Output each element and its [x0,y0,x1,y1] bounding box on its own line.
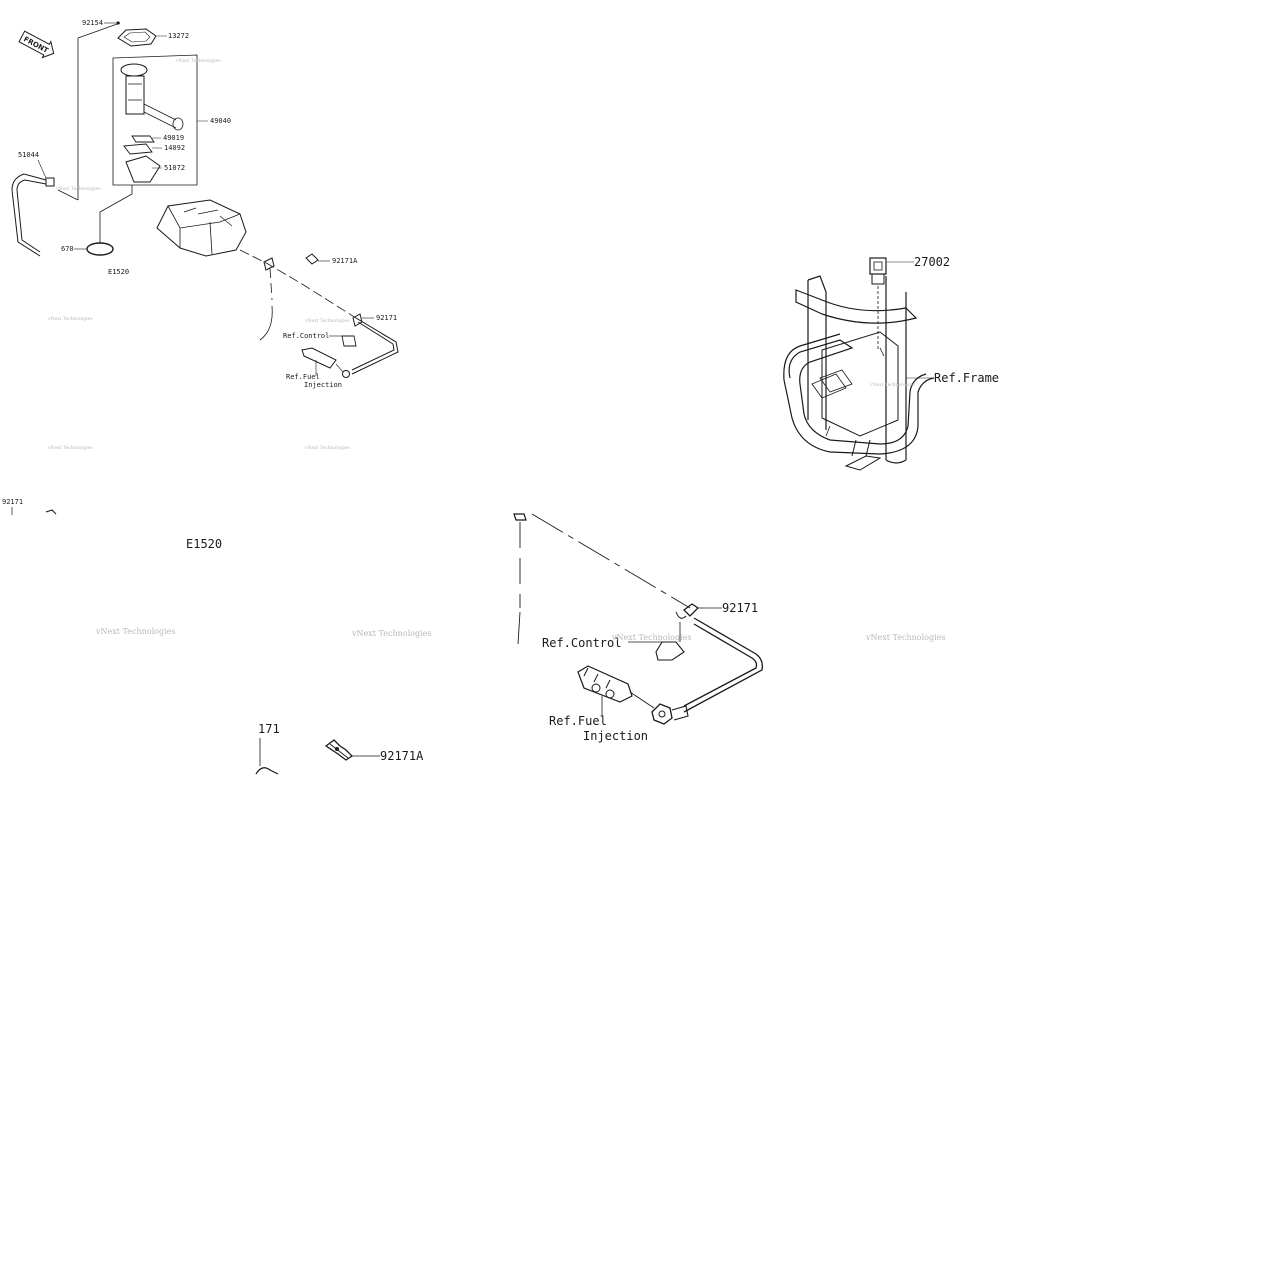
watermark-text: vNext Technologies [869,382,915,388]
label-51044: 51044 [18,151,39,159]
watermark-text: vNext Technologies [351,629,431,638]
watermark-text: vNext Technologies [175,58,221,64]
watermark-text: vNext Technologies [304,318,350,324]
label-27002: 27002 [914,255,950,269]
label-injection: Injection [304,381,342,389]
label-92171-cut: 92171 [2,498,23,506]
label-92171a: 92171A [332,257,358,265]
label-92171: 92171 [376,314,397,322]
label-13272: 13272 [168,32,189,40]
front-arrow-icon: FRONT [18,30,55,59]
label-92171: 92171 [722,601,758,615]
label-ref-control: Ref.Control [283,332,329,340]
panel-overview: FRONT [11,19,399,451]
label-51072: 51072 [164,164,185,172]
watermark-text: vNext Technologies [47,445,93,451]
label-171: 171 [258,722,280,736]
fuel-injector [577,665,655,709]
label-49019: 49019 [163,134,184,142]
label-14092: 14092 [164,144,185,152]
label-ref-frame: Ref.Frame [934,371,999,385]
panel-zoom-right: 92171 Ref.Control Ref.Fuel Injection v [513,513,945,743]
watermark-text: vNext Technologies [95,627,175,636]
watermark-text: vNext Technologies [304,445,350,451]
panel-frame: 27002 Ref.Frame vNext Technologies [783,255,999,471]
gasket-13272 [117,28,157,47]
fuel-pump-49040 [120,63,184,131]
o-ring-670 [86,242,114,256]
connector-27002 [869,257,914,350]
label-ref-control: Ref.Control [542,636,621,650]
label-49040: 49040 [210,117,231,125]
label-ref-fuel: Ref.Fuel [549,714,607,728]
quick-connector [651,703,689,725]
panel-zoom-left: 92171 E1520 171 92171A vNext Technologie… [2,498,431,775]
label-92154: 92154 [82,19,103,27]
label-92171a: 92171A [380,749,424,763]
watermark-text: vNext Technologies [47,316,93,322]
fuel-tank [156,199,247,257]
label-ref-fuel: Ref.Fuel [286,373,320,381]
label-injection: Injection [583,729,648,743]
control-bracket [628,622,685,661]
label-e1520: E1520 [186,537,222,551]
clamp-92171a [324,739,354,761]
watermark-text: vNext Technologies [865,633,945,642]
watermark-text: vNext Technologies [55,186,101,192]
label-e1520: E1520 [108,268,129,276]
label-670: 670 [61,245,74,253]
watermark-text: vNext Technologies [611,633,691,642]
